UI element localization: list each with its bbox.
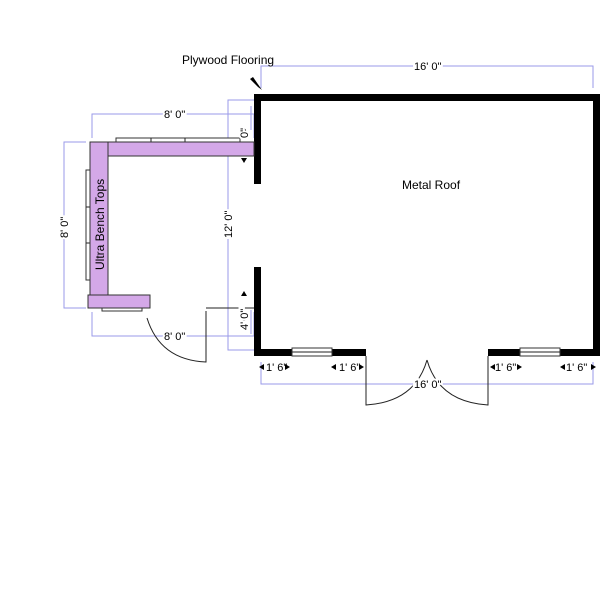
dim-bench-top: 8' 0" — [164, 109, 185, 121]
wall-left-lower — [254, 267, 261, 356]
bench-tops — [85, 137, 255, 312]
dim-upper-opening: 0" — [239, 128, 251, 138]
wall-left-upper — [254, 94, 261, 184]
dimension-lines — [63, 65, 594, 385]
double-door[interactable] — [365, 356, 489, 406]
dim-room-bottom: 16' 0" — [414, 379, 442, 391]
side-door[interactable] — [146, 307, 254, 363]
wall-top — [254, 94, 600, 101]
bench-top-end — [87, 294, 151, 309]
walls — [254, 94, 600, 356]
dim-segment-2: 1' 6" — [339, 362, 360, 374]
dimension-arrows — [241, 127, 596, 370]
dim-room-top: 16' 0" — [414, 61, 442, 73]
dim-bench-left: 8' 0" — [59, 217, 71, 238]
wall-right — [593, 94, 600, 356]
metal-roof-label: Metal Roof — [402, 178, 461, 192]
dim-segment-4: 1' 6" — [566, 362, 587, 374]
dim-lower-opening: 4' 0" — [239, 309, 251, 330]
dim-segment-3: 1' 6" — [495, 362, 516, 374]
dim-room-left: 12' 0" — [223, 210, 235, 238]
plywood-flooring-label: Plywood Flooring — [182, 53, 274, 67]
bench-label: Ultra Bench Tops — [93, 179, 107, 270]
bench-top-horizontal — [107, 141, 255, 157]
dim-segment-1: 1' 6" — [266, 362, 287, 374]
pointer-arrow-icon — [250, 77, 262, 90]
dim-bench-bottom: 8' 0" — [164, 331, 185, 343]
